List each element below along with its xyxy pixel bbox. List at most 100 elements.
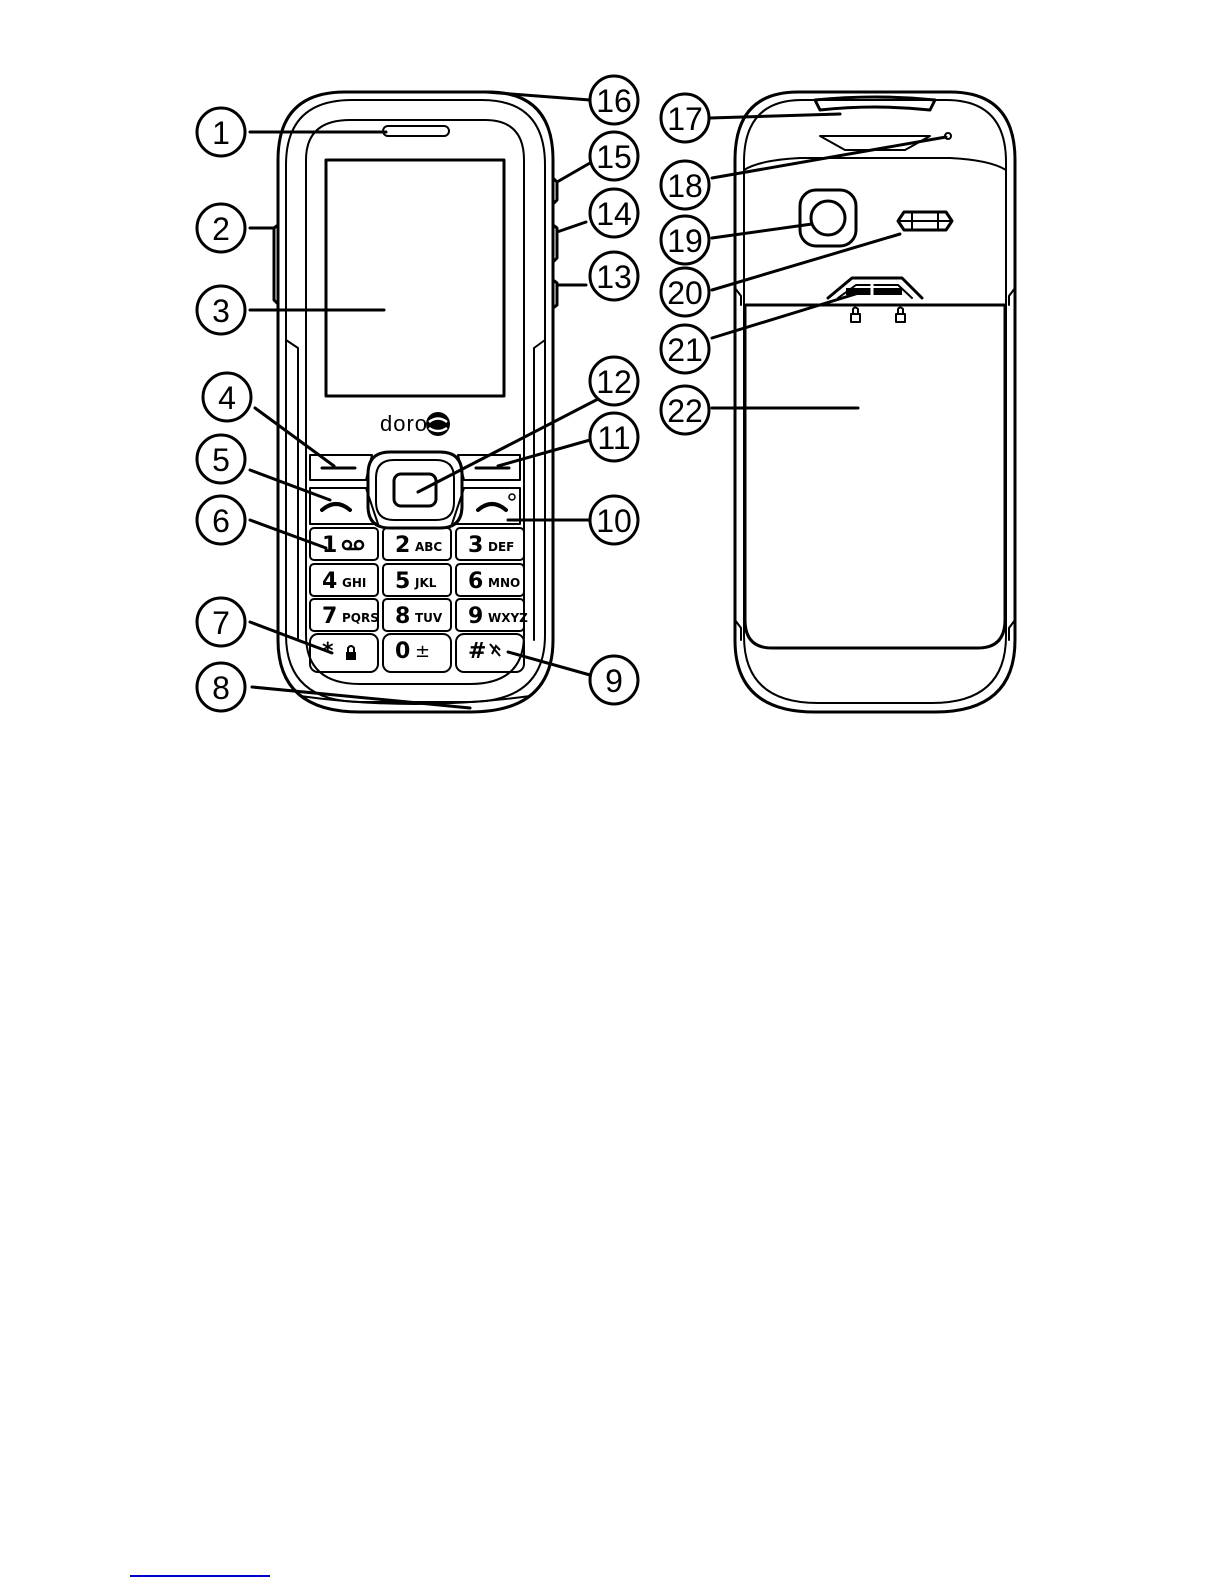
battery-cover: [745, 305, 1005, 648]
key-0[interactable]: 0±: [383, 634, 451, 672]
callout-label: 6: [212, 503, 230, 539]
callout-22: 22: [661, 386, 709, 434]
key-letters: ±: [415, 641, 430, 662]
key-digit: 6: [468, 569, 483, 594]
key-2[interactable]: 2 ABC: [383, 528, 451, 560]
footer-rule: [130, 1575, 270, 1577]
camera-lens: [811, 201, 845, 235]
doro-logo-icon: [426, 412, 450, 436]
earpiece-speaker: [383, 126, 449, 136]
key-letters: PQRS: [342, 611, 379, 625]
brand-logo-text: doro: [380, 411, 428, 436]
callout-label: 16: [596, 83, 632, 119]
callout-label: 9: [605, 663, 623, 699]
callout-20: 20: [661, 268, 709, 316]
lock-open-icon: [851, 308, 860, 323]
callout-label: 10: [596, 503, 632, 539]
callout-1: 1: [197, 108, 245, 156]
key-9[interactable]: 9 WXYZ: [456, 599, 528, 631]
key-digit: 7: [322, 604, 337, 629]
key-star[interactable]: *: [310, 634, 378, 672]
callout-label: 5: [212, 442, 230, 478]
key-letters: DEF: [488, 540, 514, 554]
key-letters: ABC: [415, 540, 442, 554]
key-letters: JKL: [414, 576, 437, 590]
callout-7: 7: [197, 598, 245, 646]
silent-icon: [490, 644, 500, 656]
key-digit: 8: [395, 604, 410, 629]
callout-4: 4: [203, 373, 251, 421]
callout-label: 8: [212, 670, 230, 706]
callout-label: 7: [212, 605, 230, 641]
callout-14: 14: [590, 189, 638, 237]
key-5[interactable]: 5 JKL: [383, 564, 451, 596]
callout-5: 5: [197, 435, 245, 483]
display-screen: [326, 160, 504, 396]
callout-label: 2: [212, 211, 230, 247]
key-digit: 1: [322, 533, 337, 558]
voicemail-icon: [343, 541, 363, 549]
navigation-key-inner: [376, 460, 454, 520]
ok-center-key[interactable]: [394, 474, 436, 506]
back-outer-body: [735, 92, 1015, 712]
key-digit: 5: [395, 569, 410, 594]
callout-label: 12: [596, 364, 632, 400]
callout-label: 22: [667, 393, 703, 429]
end-call-icon: [478, 494, 515, 510]
callout-label: 14: [596, 196, 632, 232]
callout-label: 4: [218, 380, 236, 416]
callout-label: 13: [596, 259, 632, 295]
callout-19: 19: [661, 216, 709, 264]
callout-label: 11: [597, 420, 630, 456]
camera-surround: [800, 190, 856, 246]
key-letters: WXYZ: [488, 611, 528, 625]
callout-10: 10: [590, 496, 638, 544]
key-1[interactable]: 1: [310, 528, 378, 560]
key-6[interactable]: 6 MNO: [456, 564, 524, 596]
key-7[interactable]: 7 PQRS: [310, 599, 379, 631]
lock-icon: [346, 646, 356, 660]
callout-12: 12: [590, 357, 638, 405]
callout-8: 8: [197, 663, 245, 711]
callout-label: 15: [596, 139, 632, 175]
callout-17: 17: [661, 94, 709, 142]
key-4[interactable]: 4 GHI: [310, 564, 378, 596]
key-letters: GHI: [342, 576, 366, 590]
front-left-trim: [286, 340, 298, 640]
key-digit: 2: [395, 533, 410, 558]
callout-18: 18: [661, 161, 709, 209]
callout-label: 18: [667, 168, 703, 204]
callout-13: 13: [590, 252, 638, 300]
key-8[interactable]: 8 TUV: [383, 599, 451, 631]
back-inner-outline: [744, 100, 1006, 703]
phone-front: doro 1 2 ABC 3 DEF 4 GHI 5 JKL 6 MNO 7 PQRS 8 TUV 9 WXYZ…: [274, 92, 557, 712]
callout-label: 3: [212, 293, 230, 329]
key-digit: 9: [468, 604, 483, 629]
callout-11: 11: [590, 413, 638, 461]
callout-3: 3: [197, 286, 245, 334]
callout-label: 17: [667, 101, 703, 137]
callout-15: 15: [590, 132, 638, 180]
callout-label: 21: [667, 332, 703, 368]
callout-label: 1: [212, 115, 230, 151]
callout-label: 19: [667, 223, 703, 259]
key-digit: #: [468, 639, 486, 664]
key-letters: MNO: [488, 576, 520, 590]
lock-closed-icon: [896, 308, 905, 323]
key-digit: 4: [322, 569, 337, 594]
key-letters: TUV: [415, 611, 443, 625]
key-digit: 0: [395, 639, 410, 664]
callout-9: 9: [590, 656, 638, 704]
key-3[interactable]: 3 DEF: [456, 528, 524, 560]
callout-16: 16: [590, 76, 638, 124]
callout-21: 21: [661, 325, 709, 373]
callout-label: 20: [667, 275, 703, 311]
top-speaker-slot: [815, 97, 935, 110]
loudspeaker-grille: [898, 212, 952, 230]
callout-2: 2: [197, 204, 245, 252]
phone-back: [735, 92, 1015, 712]
callout-6: 6: [197, 496, 245, 544]
key-digit: 3: [468, 533, 483, 558]
